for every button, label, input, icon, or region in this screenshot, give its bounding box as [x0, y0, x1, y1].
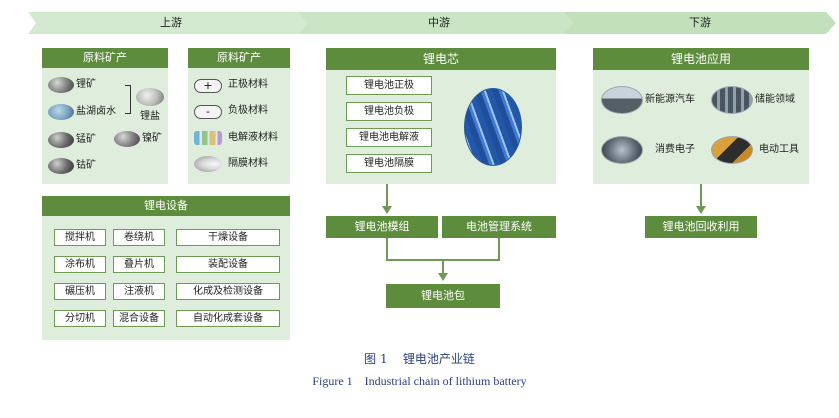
separator-roll-icon [194, 156, 222, 172]
electrolyte-material-label: 电解液材料 [228, 132, 278, 143]
connector-arrowhead [438, 273, 448, 281]
bms-box: 电池管理系统 [442, 216, 556, 238]
consumer-electronics-icon [601, 136, 643, 164]
cobalt-ore-label: 钴矿 [76, 160, 96, 171]
recycling-box: 锂电池回收利用 [645, 216, 757, 238]
separator-material-label: 隔膜材料 [228, 158, 268, 169]
anode-material-label: 负极材料 [228, 105, 268, 116]
power-tools-icon [711, 136, 753, 164]
cathode-material-icon: + [194, 79, 222, 93]
raw-materials-header-2: 原料矿产 [188, 48, 290, 68]
app-label: 消费电子 [655, 144, 695, 155]
cell-component: 锂电池电解液 [346, 128, 432, 147]
equipment-panel: 锂电设备 搅拌机 卷绕机 干燥设备 涂布机 叠片机 装配设备 碾压机 注液机 化… [42, 196, 290, 340]
equipment-item: 装配设备 [176, 256, 280, 273]
equipment-item: 注液机 [113, 283, 165, 300]
salt-lake-brine-label: 盐湖卤水 [76, 106, 116, 117]
connector-line [386, 238, 388, 260]
figure-caption-zh: 图 1 锂电池产业链 [364, 352, 475, 366]
equipment-item: 碾压机 [54, 283, 106, 300]
equipment-item: 卷绕机 [113, 229, 165, 246]
bracket-line [125, 85, 131, 114]
cell-component: 锂电池隔膜 [346, 154, 432, 173]
stage-upstream-label: 上游 [160, 16, 182, 29]
stage-downstream: 下游 [564, 12, 836, 34]
equipment-item: 涂布机 [54, 256, 106, 273]
lithium-ore-label: 锂矿 [76, 79, 96, 90]
equipment-item: 混合设备 [113, 310, 165, 327]
cathode-material-label: 正极材料 [228, 79, 268, 90]
raw-materials-header-1: 原料矿产 [42, 48, 168, 68]
cell-component: 锂电池正极 [346, 76, 432, 95]
stage-arrow-shape [28, 12, 314, 34]
equipment-item: 搅拌机 [54, 229, 106, 246]
battery-cell-header: 锂电芯 [326, 48, 556, 70]
lithium-salt-icon [136, 88, 164, 106]
equipment-item: 化成及检测设备 [176, 283, 280, 300]
connector-line [498, 238, 500, 260]
cathode-symbol: + [203, 79, 213, 92]
connector-line [700, 184, 702, 212]
raw-materials-panel-2: 原料矿产 + 正极材料 - 负极材料 电解液材料 隔膜材料 [188, 48, 290, 184]
equipment-item: 分切机 [54, 310, 106, 327]
battery-pack-box: 锂电池包 [386, 284, 500, 308]
connector-line [386, 184, 388, 212]
stage-midstream-label: 中游 [428, 16, 450, 29]
stage-arrow-shape [564, 12, 836, 34]
ev-car-icon [601, 86, 643, 114]
app-label: 新能源汽车 [645, 94, 695, 105]
connector-arrowhead [696, 206, 706, 214]
nickel-ore-label: 镍矿 [142, 133, 162, 144]
battery-cell-panel: 锂电芯 锂电池正极 锂电池负极 锂电池电解液 锂电池隔膜 [326, 48, 556, 184]
energy-storage-icon [711, 86, 753, 114]
lithium-ore-icon [48, 77, 74, 93]
stage-downstream-label: 下游 [689, 16, 711, 29]
manganese-ore-icon [48, 132, 74, 148]
stage-arrow-shape [298, 12, 580, 34]
cell-component: 锂电池负极 [346, 102, 432, 121]
equipment-item: 叠片机 [113, 256, 165, 273]
application-panel: 锂电池应用 新能源汽车 储能领域 消费电子 电动工具 [593, 48, 809, 184]
equipment-header: 锂电设备 [42, 196, 290, 216]
connector-line [442, 259, 444, 277]
stage-midstream: 中游 [298, 12, 580, 34]
manganese-ore-label: 锰矿 [76, 134, 96, 145]
stage-upstream: 上游 [28, 12, 314, 34]
salt-lake-brine-icon [48, 104, 74, 120]
battery-cells-photo-icon [464, 88, 522, 166]
app-label: 电动工具 [759, 144, 799, 155]
anode-material-icon: - [194, 105, 222, 119]
connector-arrowhead [382, 206, 392, 214]
raw-materials-panel-1: 原料矿产 锂矿 盐湖卤水 锂盐 锰矿 镍矿 钴矿 [42, 48, 168, 184]
electrolyte-bottles-icon [194, 131, 222, 145]
figure-caption-en: Figure 1 Industrial chain of lithium bat… [312, 374, 527, 388]
equipment-item: 自动化成套设备 [176, 310, 280, 327]
battery-module-box: 锂电池模组 [326, 216, 438, 238]
application-header: 锂电池应用 [593, 48, 809, 70]
equipment-item: 干燥设备 [176, 229, 280, 246]
cobalt-ore-icon [48, 158, 74, 174]
lithium-salt-label: 锂盐 [140, 111, 160, 122]
app-label: 储能领域 [755, 94, 795, 105]
nickel-ore-icon [114, 131, 140, 147]
anode-symbol: - [206, 105, 210, 118]
